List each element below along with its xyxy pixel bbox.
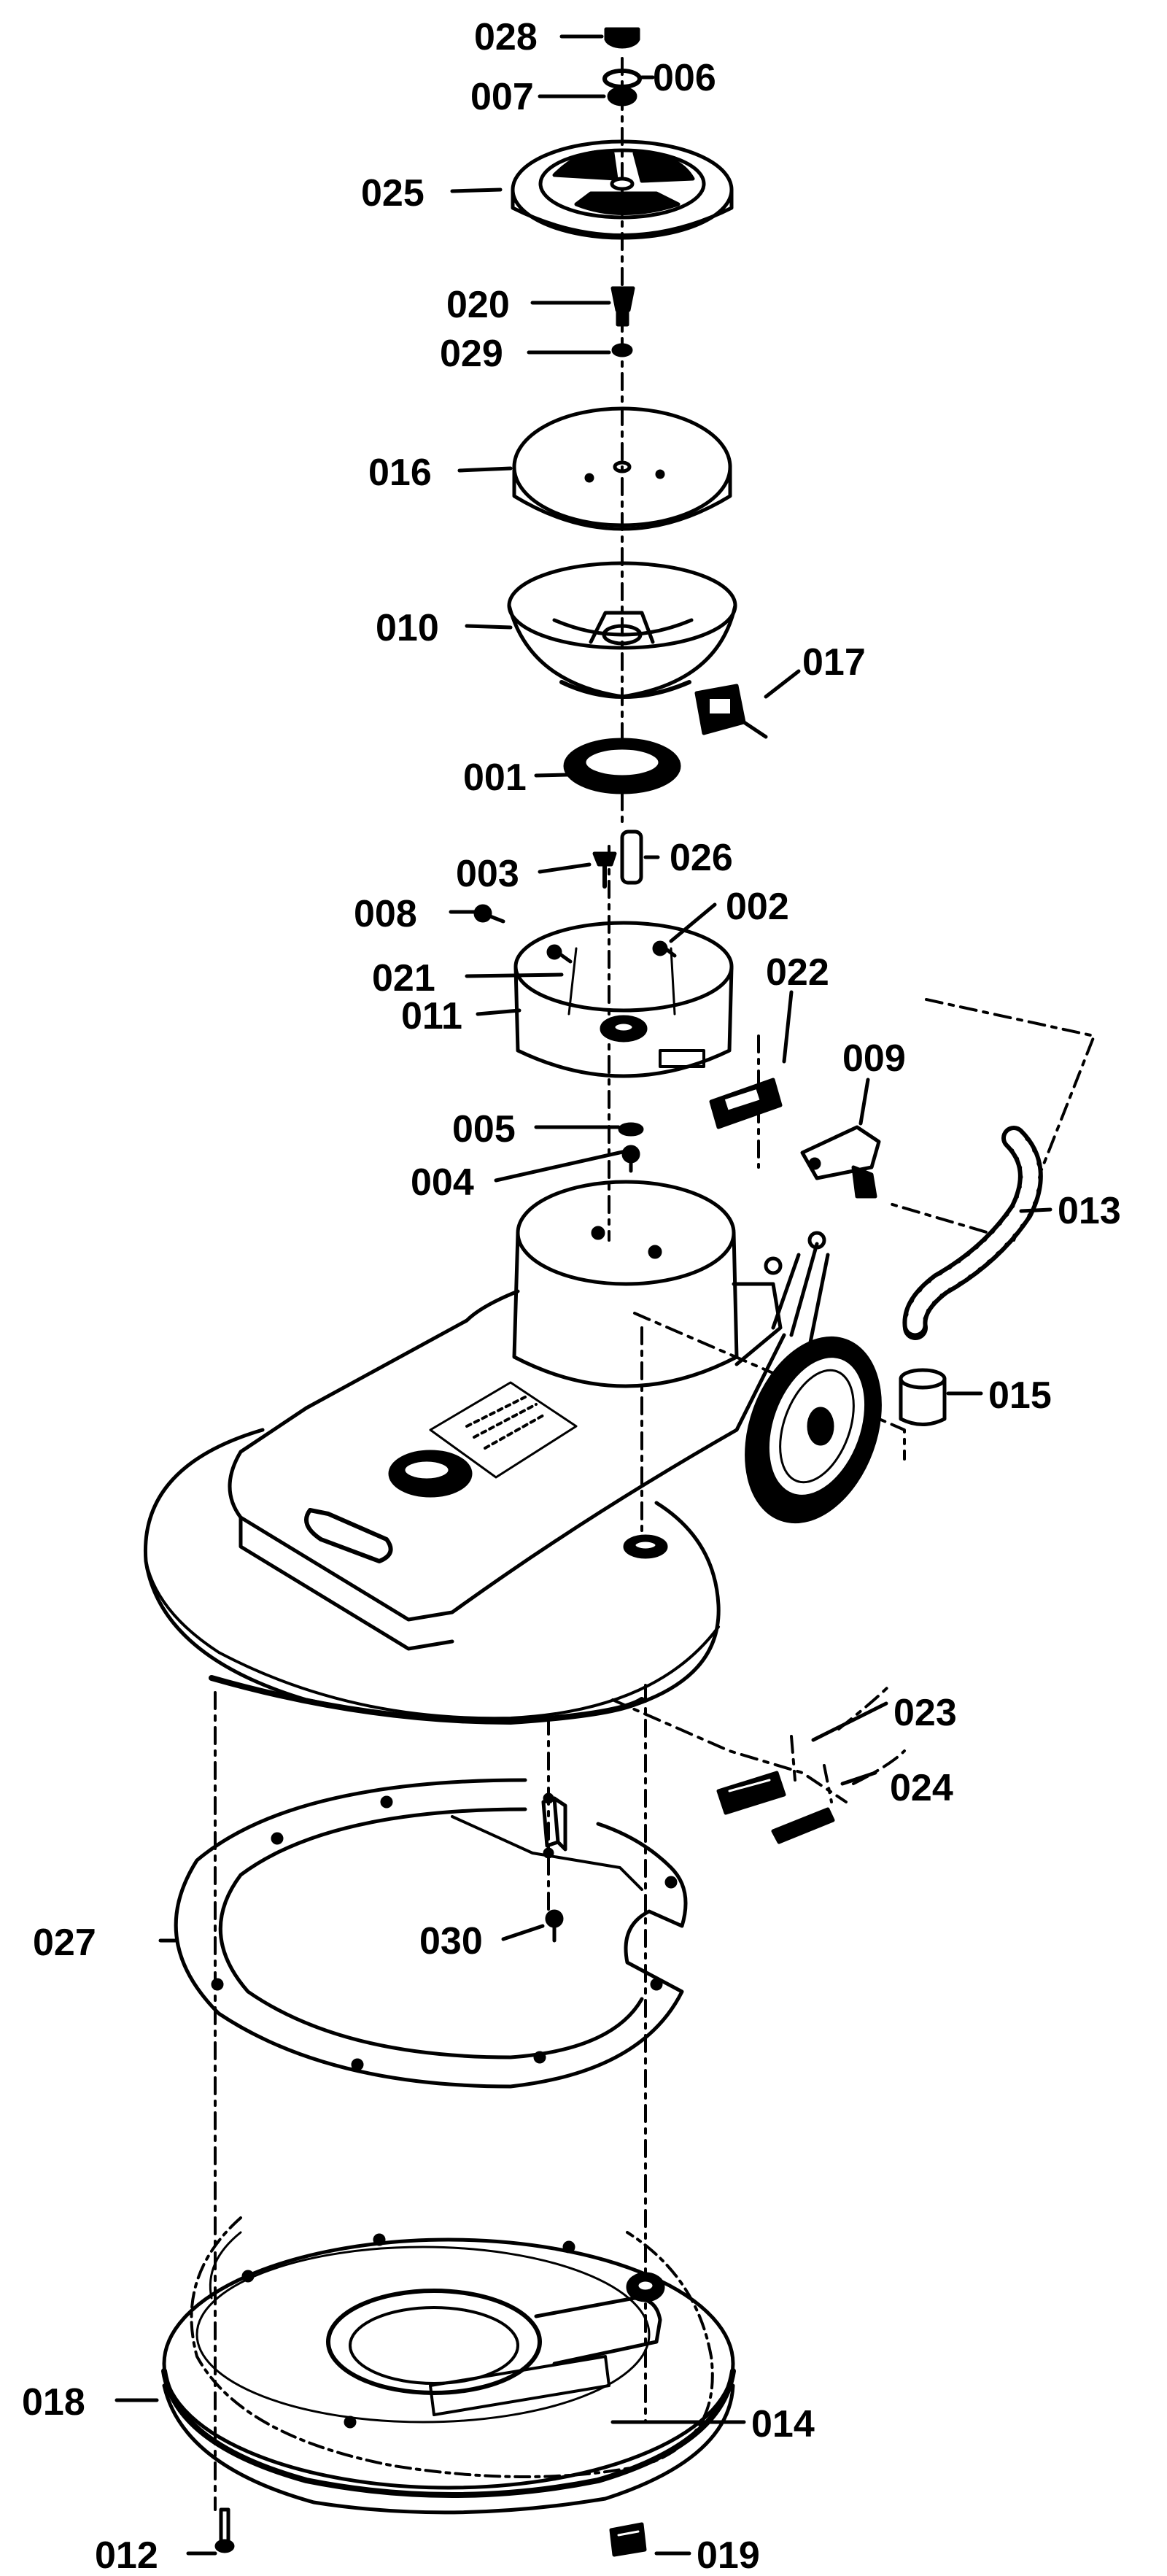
label-007: 007 — [470, 76, 534, 118]
label-027: 027 — [33, 1922, 96, 1964]
label-002: 002 — [726, 886, 789, 928]
part-020-bolt — [610, 286, 635, 327]
label-005: 005 — [452, 1108, 516, 1150]
label-028: 028 — [474, 16, 538, 58]
part-023-pad — [716, 1771, 786, 1815]
leader-lines — [115, 34, 1052, 2556]
label-018: 018 — [22, 2381, 85, 2424]
part-017-switch — [694, 684, 768, 739]
part-009-bracket — [800, 1125, 881, 1199]
part-008-screw — [473, 904, 505, 924]
part-016-cover — [512, 406, 732, 531]
label-020: 020 — [446, 284, 510, 326]
label-011: 011 — [401, 995, 462, 1037]
label-012: 012 — [95, 2534, 158, 2576]
label-019: 019 — [697, 2534, 760, 2576]
part-012-screw — [214, 2507, 235, 2553]
part-024-pad — [771, 1807, 835, 1844]
label-015: 015 — [988, 1374, 1052, 1417]
label-030: 030 — [419, 1920, 483, 1962]
label-023: 023 — [893, 1692, 957, 1734]
label-013: 013 — [1058, 1190, 1121, 1232]
label-025: 025 — [361, 172, 424, 214]
label-003: 003 — [456, 853, 519, 895]
label-029: 029 — [440, 333, 503, 375]
part-010-bowl — [507, 561, 737, 699]
part-021-screw — [546, 944, 573, 964]
part-011-motor-cup — [513, 921, 734, 1078]
label-010: 010 — [376, 607, 439, 649]
label-017: 017 — [802, 641, 866, 684]
part-number-labels: 028 006 007 025 020 029 016 010 017 001 … — [22, 16, 1121, 2576]
label-001: 001 — [463, 757, 527, 799]
pad-bracket — [541, 1792, 567, 1859]
label-024: 024 — [890, 1767, 953, 1809]
label-016: 016 — [368, 452, 432, 494]
part-003-screw — [592, 851, 617, 889]
part-028-cap — [604, 27, 640, 49]
part-025-drive-plate — [511, 139, 734, 240]
part-013-hose — [902, 1126, 1043, 1340]
label-022: 022 — [766, 951, 829, 994]
part-018-base-pan — [161, 2216, 736, 2515]
label-009: 009 — [842, 1037, 906, 1080]
part-022-clip — [709, 1078, 783, 1129]
label-026: 026 — [670, 837, 733, 879]
label-014: 014 — [751, 2403, 815, 2445]
part-015-foot — [899, 1368, 947, 1426]
part-002-screw — [652, 940, 677, 958]
part-019-pad — [609, 2522, 647, 2557]
part-026-shaft — [620, 829, 643, 885]
label-008: 008 — [354, 893, 417, 935]
label-006: 006 — [653, 57, 716, 99]
part-030-screw — [545, 1909, 564, 1943]
label-021: 021 — [372, 957, 435, 999]
part-029-washer — [611, 343, 633, 357]
part-005-washer — [618, 1122, 644, 1137]
wheel — [745, 1336, 882, 1524]
machine-body — [143, 1180, 830, 1725]
part-027-gasket — [174, 1778, 688, 2089]
part-007-nut — [607, 86, 637, 107]
label-004: 004 — [411, 1161, 474, 1204]
part-001-ring — [563, 738, 681, 794]
